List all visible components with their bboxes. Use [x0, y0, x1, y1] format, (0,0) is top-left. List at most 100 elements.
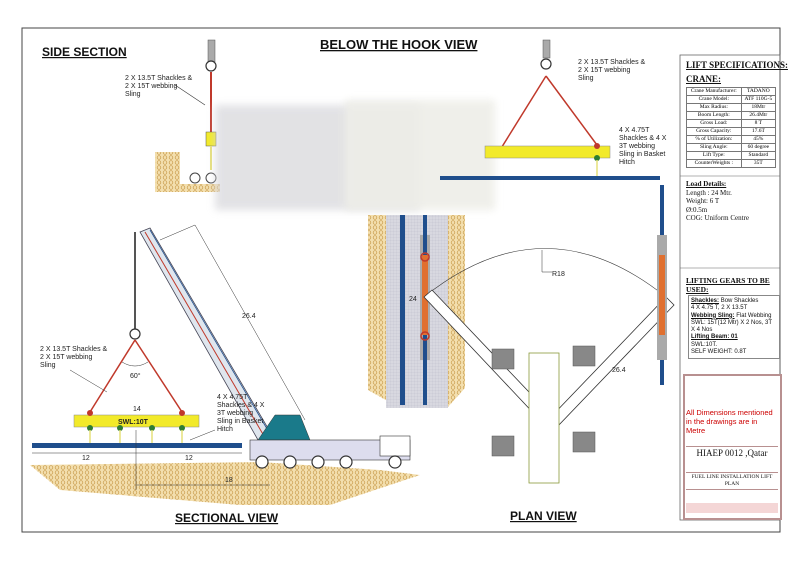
side-sling-label-1: 2 X 13.5T Shackles & [125, 75, 193, 82]
spec-row: Crane Model:ATF 110G-5 [686, 95, 777, 104]
lifting-beam [73, 414, 200, 428]
boom-position-2 [547, 296, 675, 429]
spec-value: Standard [740, 151, 777, 160]
hook-sling-label-1: 2 X 13.5T Shackles & [578, 59, 646, 66]
hook-block-icon [205, 60, 217, 72]
spec-value: 8 T [740, 119, 777, 128]
side-sling-label-3: Sling [125, 91, 141, 98]
plan-view-drawing: 24 R18 26.4 [368, 185, 675, 484]
spec-value: ATF 110G-5 [740, 95, 777, 104]
sect-basket-label-4: Sling in Basket [217, 418, 263, 425]
spec-label: Max Radius: [686, 103, 742, 112]
sect-basket-label-1: 4 X 4.75T [217, 394, 248, 401]
sect-basket-label-5: Hitch [217, 426, 233, 433]
crane-plan-footprint [528, 352, 560, 484]
spec-label: % of Utilization: [686, 135, 742, 144]
drawing-title: FUEL LINE INSTALLATION LIFT PLAN [686, 472, 778, 490]
crane-title: CRANE: [686, 74, 721, 84]
spec-label: CounterWeights : [686, 159, 742, 168]
spec-label: Boom Length: [686, 111, 742, 120]
webbing-detail: SWL: 15T(12 Mtr) X 2 Nos, 3T X 4 Nos [691, 319, 772, 334]
title-block-footer [686, 503, 778, 513]
ground [30, 462, 420, 505]
side-section-title: SIDE SECTION [42, 45, 127, 59]
spec-label: Gross Capacity: [686, 127, 742, 136]
spec-label: Crane Manufacturer: [686, 87, 742, 96]
spec-label: Lift Type: [686, 151, 742, 160]
boom-length-label: 26.4 [242, 313, 256, 320]
plan-radius-label: R18 [552, 271, 565, 278]
spec-row: Sling Angle:60 degree [686, 143, 777, 152]
dim-left-label: 12 [82, 455, 90, 462]
hook-basket-label-3: 3T webbing [619, 143, 655, 150]
sectional-view-title: SECTIONAL VIEW [175, 511, 279, 525]
spec-row: Gross Load:8 T [686, 119, 777, 128]
hook-basket-label-1: 4 X 4.75T [619, 127, 650, 134]
spec-value: 45% [740, 135, 777, 144]
spec-value: 18Mtr [740, 103, 777, 112]
spec-label: Sling Angle: [686, 143, 742, 152]
plan-view-title: PLAN VIEW [510, 509, 577, 523]
spec-value: TADANO [740, 87, 777, 96]
spec-row: % of Utilization:45% [686, 135, 777, 144]
hook-basket-label-4: Sling in Basket [619, 151, 665, 158]
side-section-drawing [155, 39, 220, 192]
plan-pipe-label: 24 [409, 296, 417, 303]
lift-specifications-title: LIFT SPECIFICATIONS: [686, 60, 788, 70]
hook-sling-label-2: 2 X 15T webbing [578, 67, 631, 74]
load-details-title: Load Details: [686, 180, 727, 188]
pipe [440, 176, 660, 180]
pipe [32, 443, 242, 448]
dim-radius-label: 18 [225, 477, 233, 484]
load-details: Load Details: Length : 24 Mtr. Weight: 6… [686, 180, 749, 223]
blurred-region [345, 100, 495, 210]
hook-basket-label-2: Shackles & 4 X [619, 135, 667, 142]
title-block [683, 374, 782, 520]
shackles-value: Bow Shackles [719, 298, 759, 304]
shackles-label: Shackles: [691, 298, 720, 304]
spec-row: Boom Length:26.4Mtr [686, 111, 777, 120]
sectional-view-drawing: 26.4 60° SWL:10T 14 12 12 18 [30, 224, 420, 505]
beam-label: Lifting Beam: 01 [691, 334, 738, 341]
beam-swl-label: SWL:10T [118, 419, 149, 426]
sling-angle-label: 60° [130, 372, 141, 380]
beam-length-label: 14 [133, 406, 141, 413]
spec-value: 26.4Mtr [740, 111, 777, 120]
hook-block-icon [129, 328, 141, 340]
plan-boom-label: 26.4 [612, 367, 626, 374]
spec-value: 60 degree [740, 143, 777, 152]
sect-sling-label-1: 2 X 13.5T Shackles & [40, 346, 108, 353]
lifting-beam [484, 145, 611, 159]
below-hook-drawing [440, 39, 660, 180]
spec-label: Gross Load: [686, 119, 742, 128]
below-hook-title: BELOW THE HOOK VIEW [320, 37, 478, 52]
sect-basket-label-2: Shackles & 4 X [217, 402, 265, 409]
lifting-gears-title: LIFTING GEARS TO BE USED: [686, 276, 770, 294]
dim-right-label: 12 [185, 455, 193, 462]
spec-panel-border [679, 54, 781, 521]
shackles-detail: 4 X 4.75 T, 2 X 13.5T [691, 305, 748, 312]
webbing-value: Flat Webbing [734, 312, 772, 319]
crane-wheels [255, 455, 402, 469]
dimensions-note: All Dimensions mentioned in the drawings… [686, 408, 773, 435]
hook-basket-label-5: Hitch [619, 159, 635, 166]
load-length: Length : 24 Mtr. [686, 188, 732, 197]
spec-value: 35T [740, 159, 777, 168]
lifting-gears-box: Shackles: Bow Shackles 4 X 4.75 T, 2 X 1… [688, 295, 780, 360]
load-diameter: Ø:0.5m [686, 205, 708, 214]
swing-arc [423, 248, 667, 298]
side-sling-label-2: 2 X 15T webbing [125, 83, 178, 90]
webbing-label: Webbing Sling: [691, 312, 735, 319]
trench-wall [155, 152, 180, 192]
sect-basket-label-3: 3T webbing [217, 410, 253, 417]
load-cog: COG: Uniform Centre [686, 214, 749, 222]
project-name: HIAEP 0012 ,Qatar [686, 446, 778, 459]
load-weight: Weight: 6 T [686, 197, 720, 205]
beam-swl: SWL:10T. [691, 341, 718, 348]
sect-sling-label-2: 2 X 15T webbing [40, 354, 93, 361]
spec-label: Crane Model: [686, 95, 742, 104]
spec-value: 17.6T [740, 127, 777, 136]
